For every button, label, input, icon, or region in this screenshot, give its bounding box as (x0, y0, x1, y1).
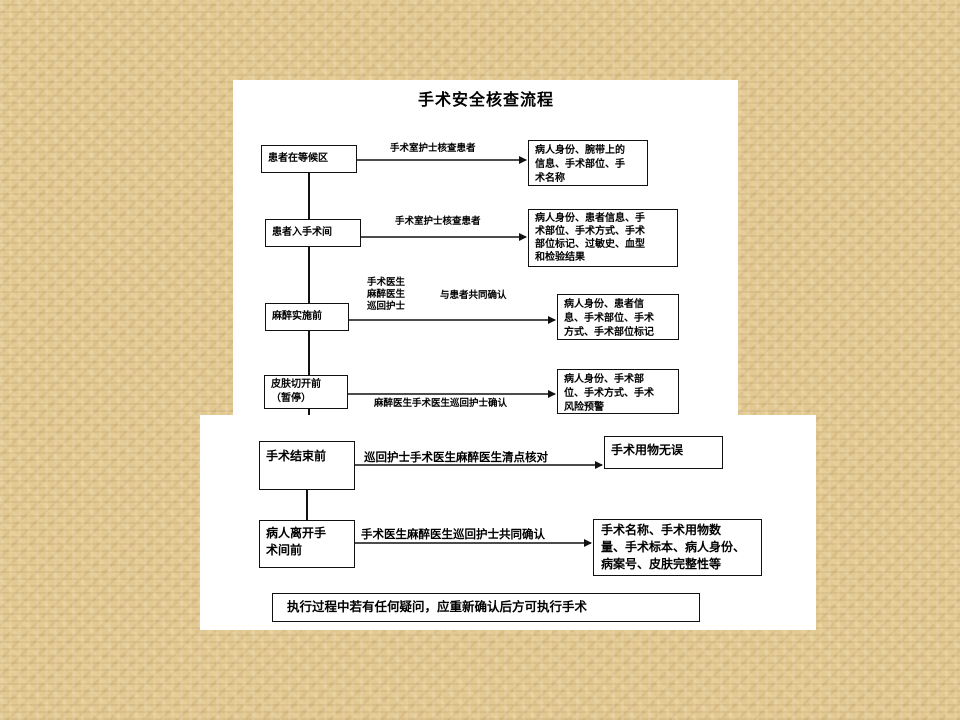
flow-trunk-line-lower (306, 490, 308, 520)
step-box-before-incision: 皮肤切开前 （暂停） (264, 375, 348, 409)
check-box-enter-room: 病人身份、患者信息、手 术部位、手术方式、手术 部位标记、过敏史、血型 和检验结… (528, 209, 678, 267)
step-name: 麻醉实施前 (272, 311, 322, 322)
check-line: 手术名称、手术用物数 (601, 523, 722, 537)
check-line: 术部位、手术方式、手术 (535, 226, 645, 237)
check-box-waiting-area: 病人身份、腕带上的 信息、手术部位、手 术名称 (528, 140, 648, 186)
check-box-before-anesthesia: 病人身份、患者信 息、手术部位、手术 方式、手术部位标记 (557, 294, 679, 340)
footer-note: 执行过程中若有任何疑问，应重新确认后方可执行手术 (272, 593, 700, 622)
step-box-before-end: 手术结束前 (259, 441, 355, 490)
check-line: 病案号、皮肤完整性等 (601, 557, 722, 571)
diagram-title: 手术安全核查流程 (418, 90, 555, 109)
check-line: 信息、手术部位、手 (535, 159, 625, 170)
flow-trunk-line-upper (308, 173, 310, 415)
check-line: 息、手术部位、手术 (564, 313, 654, 324)
role-line: 手术医生 (367, 277, 406, 288)
check-box-before-incision: 病人身份、手术部 位、手术方式、手术 风险预警 (557, 369, 679, 414)
step-action-label: 手术室护士核查患者 (395, 216, 481, 227)
check-line: 方式、手术部位标记 (564, 327, 654, 338)
step-name-sub: 术间前 (266, 543, 303, 557)
check-line: 病人身份、患者信 (564, 299, 644, 310)
step-action-label: 手术室护士核查患者 (390, 143, 476, 154)
check-box-before-leaving: 手术名称、手术用物数 量、手术标本、病人身份、 病案号、皮肤完整性等 (593, 519, 762, 576)
check-line: 和检验结果 (535, 252, 585, 263)
step-name: 病人离开手 (266, 526, 327, 540)
role-line: 麻醉医生 (367, 289, 406, 300)
step-box-before-anesthesia: 麻醉实施前 (265, 303, 349, 331)
check-line: 风险预警 (564, 402, 604, 413)
step-box-enter-room: 患者入手术间 (265, 219, 361, 247)
step-action-label: 手术医生 麻醉医生 巡回护士 (367, 277, 405, 313)
check-line: 术名称 (535, 173, 565, 184)
check-line: 手术用物无误 (611, 443, 684, 457)
step-action-label: 麻醉医生手术医生巡回护士确认 (374, 398, 508, 409)
check-line: 病人身份、患者信息、手 (535, 213, 645, 224)
step-action-label: 巡回护士手术医生麻醉医生清点核对 (364, 450, 548, 464)
check-line: 部位标记、过敏史、血型 (535, 239, 645, 250)
check-line: 位、手术方式、手术 (564, 388, 654, 399)
step-name: 手术结束前 (266, 449, 327, 463)
step-box-waiting-area: 患者在等候区 (261, 145, 357, 173)
step-name-sub: （暂停） (271, 393, 311, 404)
step-box-before-leaving: 病人离开手 术间前 (259, 520, 355, 568)
check-line: 病人身份、手术部 (564, 374, 644, 385)
step-name: 患者在等候区 (268, 153, 328, 164)
step-name: 皮肤切开前 (271, 379, 321, 390)
check-line: 量、手术标本、病人身份、 (601, 540, 746, 554)
check-box-before-end: 手术用物无误 (604, 436, 723, 469)
step-action-extra-label: 与患者共同确认 (440, 290, 507, 301)
step-action-label: 手术医生麻醉医生巡回护士共同确认 (361, 527, 545, 541)
role-line: 巡回护士 (367, 301, 406, 312)
check-line: 病人身份、腕带上的 (535, 145, 625, 156)
step-name: 患者入手术间 (272, 227, 332, 238)
